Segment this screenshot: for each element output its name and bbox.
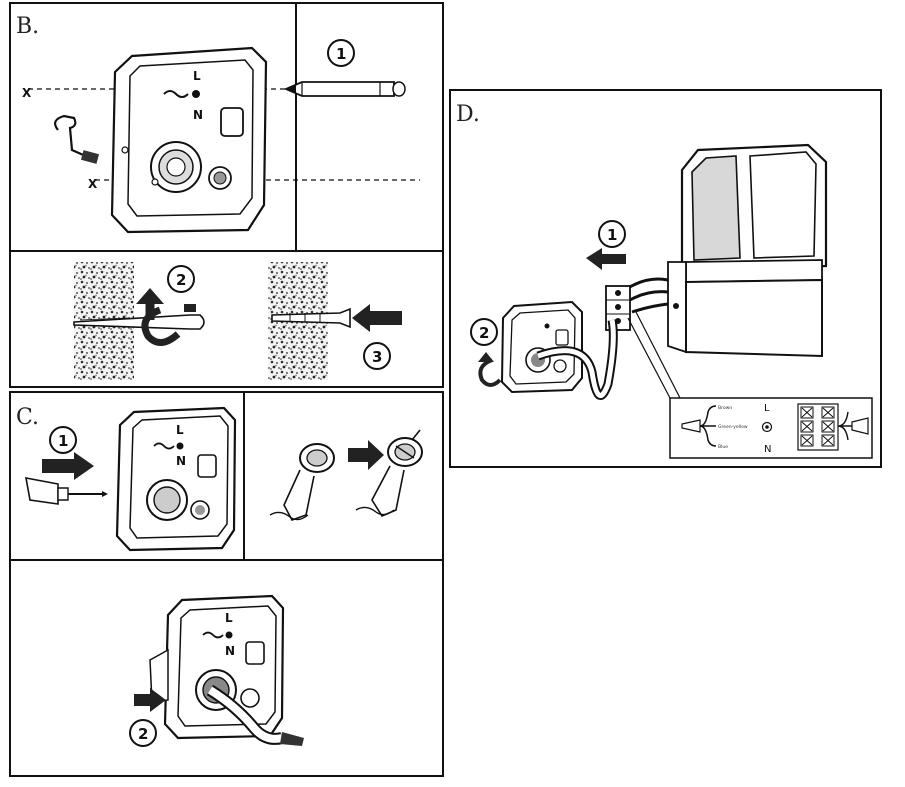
svg-text:1: 1 bbox=[58, 432, 68, 450]
push-arrow-c1-icon bbox=[42, 452, 94, 480]
panel-c-frame bbox=[9, 391, 444, 777]
push-arrow-icon bbox=[352, 304, 402, 332]
supply-cable-icon bbox=[536, 319, 618, 400]
lamp-wires bbox=[627, 277, 669, 314]
svg-text:3: 3 bbox=[372, 348, 382, 366]
panel-c: C. L N 1 bbox=[9, 391, 444, 777]
wiring-inset: Brown Green-yellow Blue L N bbox=[669, 397, 873, 459]
svg-text:1: 1 bbox=[607, 226, 617, 244]
terminal-connector-icon bbox=[797, 403, 839, 451]
box-b-terminal-post bbox=[220, 107, 244, 137]
step-badge-b1: 1 bbox=[327, 39, 355, 67]
mounting-box-c: L N bbox=[115, 406, 237, 552]
wire-label-brown: Brown bbox=[718, 405, 732, 411]
terminal-label-l: L bbox=[764, 403, 770, 414]
panel-d-label: D. bbox=[456, 102, 480, 127]
transform-arrow-icon bbox=[348, 440, 384, 470]
step-badge-d2: 2 bbox=[470, 318, 498, 346]
svg-text:2: 2 bbox=[176, 271, 186, 289]
box-c-label-l: L bbox=[176, 423, 184, 437]
wire-label-blue: Blue bbox=[718, 444, 728, 450]
svg-text:2: 2 bbox=[138, 725, 148, 743]
grommet-before-icon bbox=[269, 443, 335, 521]
pull-arrow-icon bbox=[586, 248, 626, 270]
screwdriver-icon bbox=[25, 476, 108, 505]
step-badge-c2: 2 bbox=[129, 719, 157, 747]
cable-icon bbox=[206, 684, 304, 746]
grommet-after-icon bbox=[355, 429, 423, 518]
box-c2-label-l: L bbox=[225, 611, 233, 625]
panel-b: B. X X L N bbox=[9, 2, 444, 388]
box-b-screw bbox=[192, 90, 200, 98]
panel-c-label: C. bbox=[16, 405, 39, 430]
step-badge-b2: 2 bbox=[167, 265, 195, 293]
step-badge-d1: 1 bbox=[598, 220, 626, 248]
pencil-icon bbox=[283, 81, 406, 97]
svg-text:1: 1 bbox=[336, 45, 346, 63]
step-badge-c1: 1 bbox=[49, 426, 77, 454]
panel-d-frame bbox=[449, 89, 882, 468]
terminal-label-n: N bbox=[764, 444, 771, 455]
box-c2-label-n: N bbox=[225, 644, 235, 658]
svg-text:2: 2 bbox=[479, 324, 489, 342]
panel-b-frame bbox=[9, 2, 444, 388]
mounting-box-c-wired: L N bbox=[149, 594, 285, 740]
wall-plug-icon bbox=[271, 307, 351, 329]
wall-lamp bbox=[667, 143, 828, 358]
cross-mark-bottom: X bbox=[88, 177, 98, 191]
mounting-box-d bbox=[500, 300, 583, 394]
step-badge-b3: 3 bbox=[363, 342, 391, 370]
rotate-arrow-icon bbox=[136, 288, 196, 346]
rotate-arrow-d-icon bbox=[478, 352, 502, 387]
panel-b-label: B. bbox=[16, 14, 39, 39]
cross-mark-top: X bbox=[22, 86, 32, 100]
drill-bit-icon bbox=[73, 314, 205, 330]
box-b-label-l: L bbox=[193, 69, 201, 83]
mounting-box-b: L N bbox=[110, 46, 268, 234]
panel-d: D. 1 bbox=[449, 89, 882, 468]
cable-clip-icon bbox=[54, 114, 100, 164]
box-c-label-n: N bbox=[176, 454, 186, 468]
push-arrow-c2-icon bbox=[134, 688, 166, 712]
wire-label-green-yellow: Green-yellow bbox=[718, 424, 748, 430]
box-b-label-n: N bbox=[193, 108, 203, 122]
inset-leader bbox=[627, 311, 681, 399]
